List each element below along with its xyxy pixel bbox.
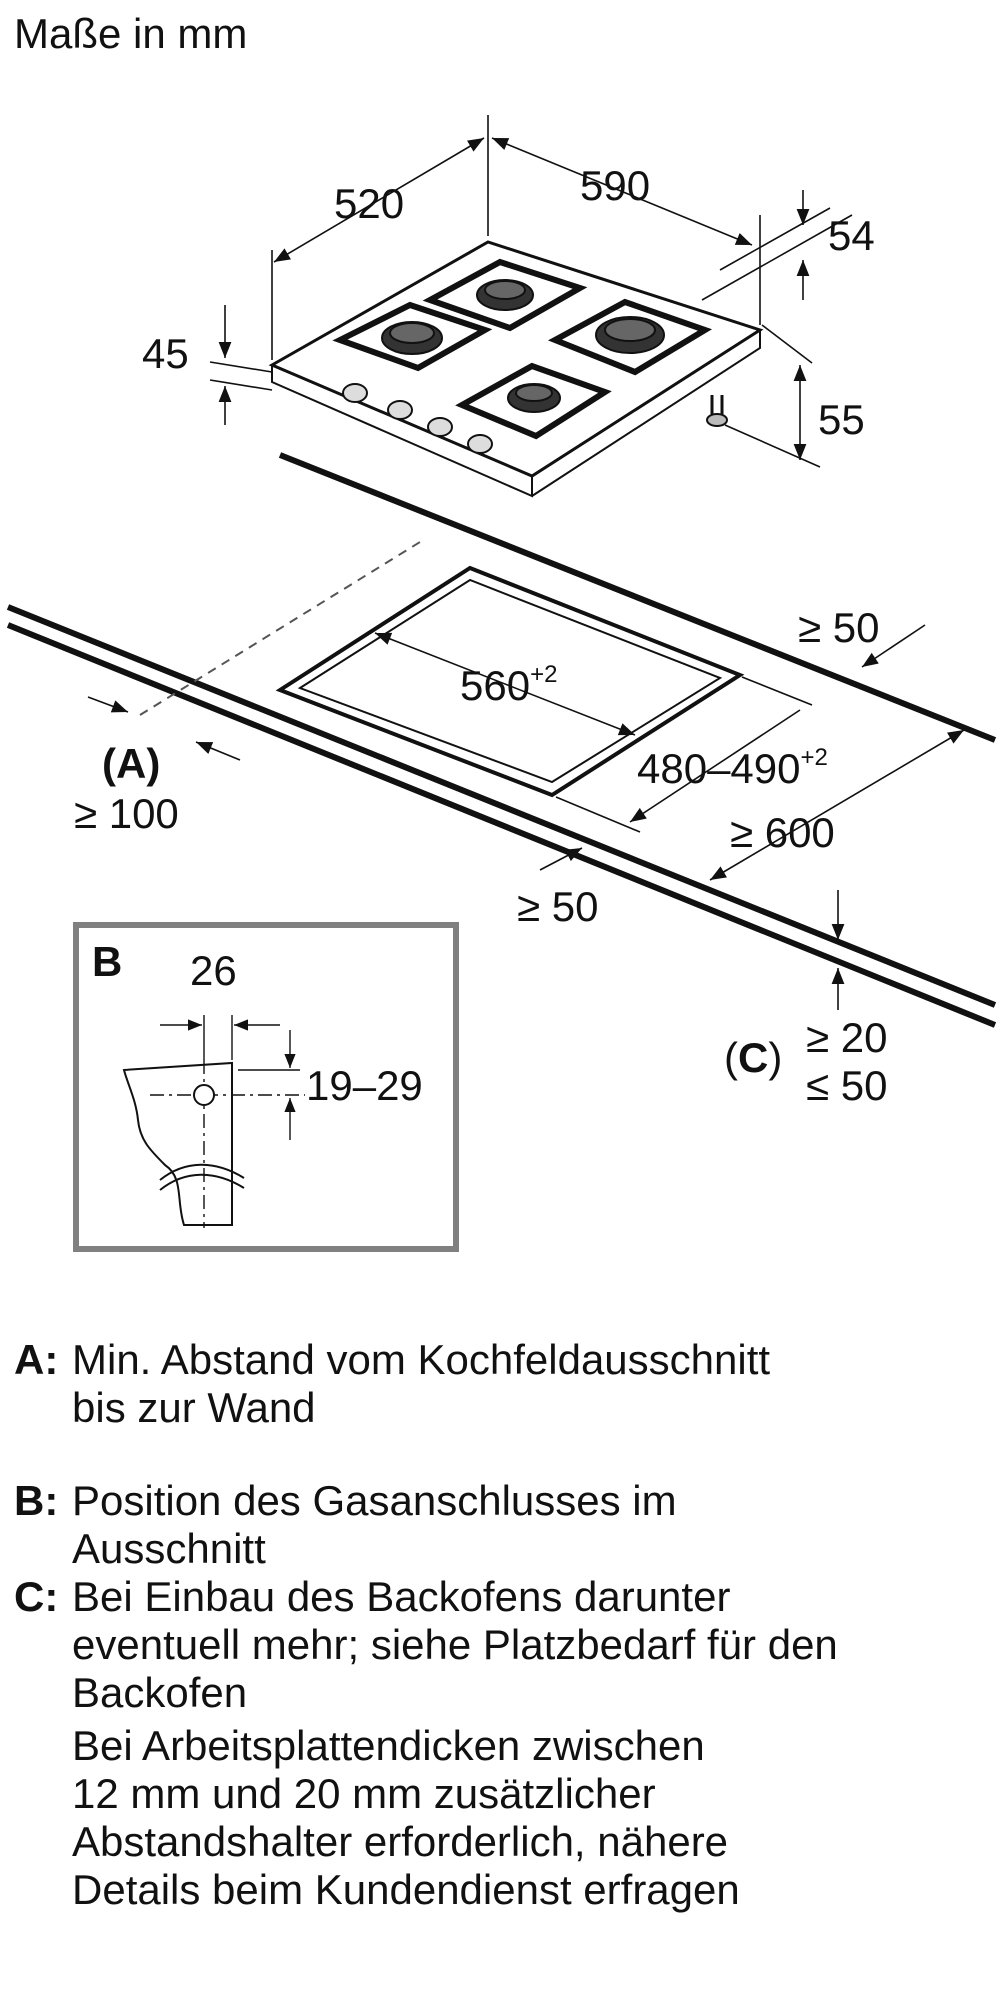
dim-26: 26 [190, 947, 237, 994]
note-line-2: 12 mm und 20 mm zusätzlicher [72, 1770, 656, 1817]
dim-590: 590 [580, 162, 650, 209]
note-line-3: Abstandshalter erforderlich, nähere [72, 1818, 729, 1865]
legend-key-c: C: [14, 1573, 59, 1620]
dim-480-490: 480–490+2 [637, 744, 828, 792]
dim-ge100: ≥ 100 [74, 790, 179, 837]
thickness-note: Bei Arbeitsplattendicken zwischen 12 mm … [72, 1722, 972, 1914]
legend-b: B: Position des Gasanschlusses im Aussch… [14, 1477, 994, 1573]
legend-a: A: Min. Abstand vom Kochfeldausschnitt b… [14, 1336, 994, 1432]
label-a: (A) [102, 740, 160, 787]
legend-b-line-1: Position des Gasanschlusses im [72, 1477, 677, 1524]
legend-c-line-3: Backofen [72, 1669, 248, 1716]
note-line-1: Bei Arbeitsplattendicken zwischen [72, 1722, 705, 1769]
legend-a-line-2: bis zur Wand [72, 1384, 316, 1431]
dim-54: 54 [828, 212, 875, 259]
hob-drawing [268, 240, 764, 498]
dim-19-29: 19–29 [306, 1062, 423, 1109]
legend-text-a: Min. Abstand vom Kochfeldausschnitt bis … [72, 1336, 994, 1432]
legend-text-c: Bei Einbau des Backofens darunter eventu… [72, 1573, 994, 1717]
dim-ge20: ≥ 20 [806, 1014, 887, 1061]
legend-a-line-1: Min. Abstand vom Kochfeldausschnitt [72, 1336, 771, 1383]
detail-b-box [73, 922, 459, 1252]
dim-ge50-right: ≥ 50 [798, 604, 879, 651]
dim-55: 55 [818, 396, 865, 443]
legend-c-line-1: Bei Einbau des Backofens darunter [72, 1573, 731, 1620]
legend-text-b: Position des Gasanschlusses im Ausschnit… [72, 1477, 994, 1573]
dim-ge50-front: ≥ 50 [517, 883, 598, 930]
countertop-dimension-lines [87, 624, 965, 1010]
label-c: (C) [724, 1034, 782, 1081]
legend-b-line-2: Ausschnitt [72, 1525, 266, 1572]
dim-ge600: ≥ 600 [730, 809, 835, 856]
dim-le50: ≤ 50 [806, 1062, 887, 1109]
countertop-drawing [6, 452, 997, 1028]
units-title: Maße in mm [14, 10, 247, 57]
note-line-4: Details beim Kundendienst erfragen [72, 1866, 740, 1913]
hob-dimension-lines [209, 115, 853, 468]
dim-560: 560+2 [460, 661, 557, 709]
dim-520: 520 [334, 180, 404, 227]
legend-c: C: Bei Einbau des Backofens darunter eve… [14, 1573, 994, 1717]
dim-45: 45 [142, 330, 189, 377]
detail-b-title: B [92, 938, 122, 985]
legend-c-line-2: eventuell mehr; siehe Platzbedarf für de… [72, 1621, 838, 1668]
diagram-svg: Maße in mm [6, 10, 997, 1252]
legend-key-a: A: [14, 1336, 59, 1383]
legend-key-b: B: [14, 1477, 59, 1524]
